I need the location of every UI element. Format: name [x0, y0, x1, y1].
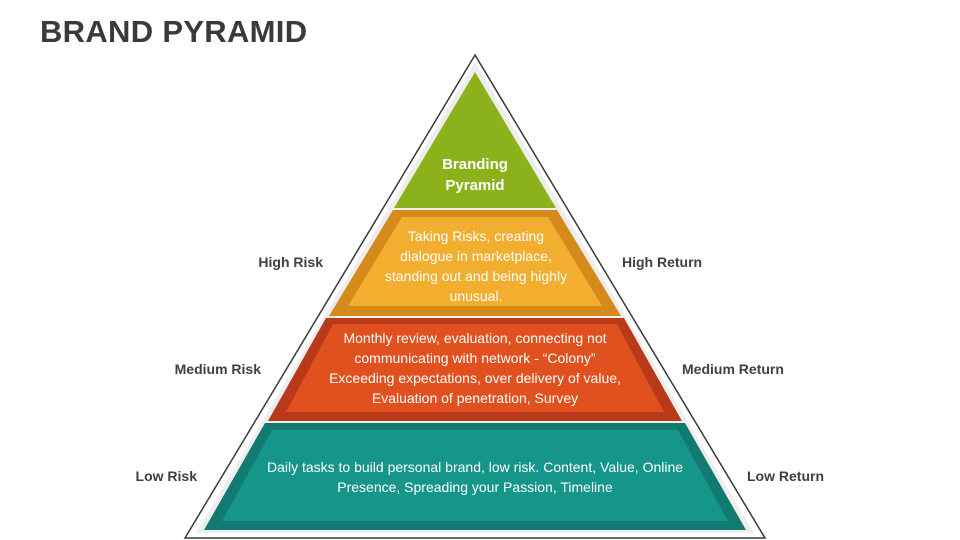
apex-label: Branding Pyramid [442, 156, 508, 194]
medium-return-label: Medium Return [682, 361, 784, 377]
medium-risk-label: Medium Risk [174, 361, 261, 377]
level-2-text: Monthly review, evaluation, connecting n… [329, 330, 621, 406]
level-3-band [222, 430, 728, 521]
high-risk-label: High Risk [258, 254, 323, 270]
level-1-text: Taking Risks, creating dialogue in marke… [384, 228, 568, 304]
level-3-text: Daily tasks to build personal brand, low… [266, 459, 684, 495]
low-return-label: Low Return [747, 468, 824, 484]
level-2-band [286, 324, 664, 412]
page-title: BRAND PYRAMID [40, 14, 308, 49]
level-1-band [348, 217, 602, 306]
apex-triangle [394, 72, 556, 208]
high-return-label: High Return [622, 254, 703, 270]
low-risk-label: Low Risk [135, 468, 197, 484]
